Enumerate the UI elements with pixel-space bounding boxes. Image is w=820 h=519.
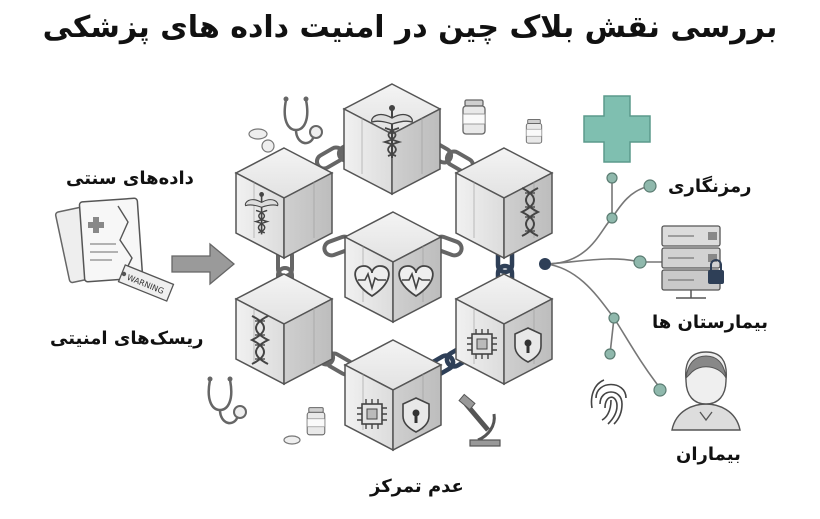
traditional-data-label: داده‌های سنتی xyxy=(66,168,194,189)
medical-cross-icon xyxy=(583,95,651,163)
network-hub xyxy=(539,258,551,270)
server-lock-icon xyxy=(661,225,724,299)
blockchain-network xyxy=(235,83,553,451)
document-icon xyxy=(54,197,175,302)
network-nodes xyxy=(604,172,667,397)
microscope-icon xyxy=(458,393,501,447)
decentralization-label: عدم تمرکز xyxy=(370,476,464,497)
patients-label: بیماران xyxy=(676,444,741,465)
security-risks-label: ریسک‌های امنیتی xyxy=(50,328,204,349)
stethoscope-icon xyxy=(282,95,324,145)
pill-bottle-icon xyxy=(462,99,486,135)
page-title: بررسی نقش بلاک چین در امنیت داده های پزش… xyxy=(42,10,778,45)
network-lines xyxy=(545,180,664,389)
fingerprint-icon xyxy=(590,379,627,425)
patient-avatar-icon xyxy=(671,351,741,431)
hospitals-label: بیمارستان ها xyxy=(652,312,768,333)
encryption-label: رمزنگاری xyxy=(668,176,752,197)
arrow-icon xyxy=(171,242,236,286)
